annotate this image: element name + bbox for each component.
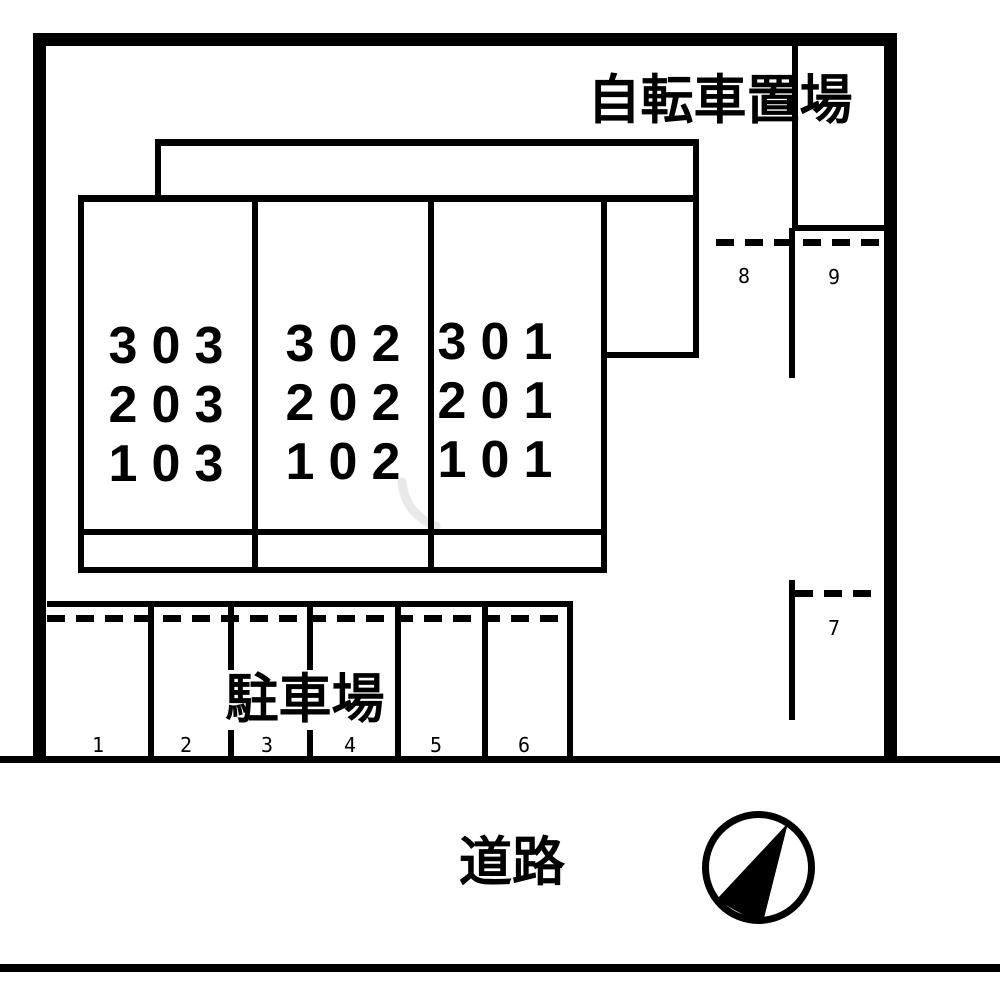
parking-space-3-label: 3 (260, 733, 274, 757)
parking-lot-label: 駐車場 (219, 670, 391, 730)
unit-label-201: 201 (437, 372, 567, 430)
building-lower-band-top (78, 529, 607, 535)
parking-space-5-label: 5 (429, 733, 443, 757)
unit-label-102: 102 (285, 433, 415, 491)
unit-label-103: 103 (108, 435, 238, 493)
building-annex-bottom-wall (601, 352, 699, 358)
building-unit-right-wall (601, 195, 607, 573)
parking-space-1-label: 1 (91, 733, 105, 757)
space-7-label: 7 (827, 616, 841, 640)
unit-stack-101-201-301: 301 201 101 (417, 313, 573, 490)
space-8-9-dashed-line (716, 239, 884, 246)
unit-label-303: 303 (108, 317, 238, 375)
unit-label-101: 101 (437, 431, 567, 489)
site-bottom-line (0, 756, 1000, 763)
road-bottom-line (0, 964, 1000, 972)
building-unit-divider-1 (252, 195, 258, 573)
north-arrow-compass-icon (702, 811, 815, 924)
unit-label-202: 202 (285, 374, 415, 432)
building-unit-divider-2 (428, 195, 434, 573)
space-8-label: 8 (737, 264, 751, 288)
parking-space-6-label: 6 (517, 733, 531, 757)
parking-right-line (567, 601, 573, 756)
road-label: 道路 (459, 832, 565, 893)
parking-divider-4-5 (395, 607, 401, 756)
bicycle-area-left-wall (792, 46, 798, 231)
space-7-divider (789, 580, 795, 720)
space-8-9-divider (789, 228, 795, 378)
building-balcony-left-wall (155, 139, 161, 201)
parking-space-2-label: 2 (179, 733, 193, 757)
unit-label-302: 302 (285, 315, 415, 373)
building-top-wall (78, 195, 699, 202)
parking-space-4-label: 4 (343, 733, 357, 757)
unit-label-203: 203 (108, 376, 238, 434)
unit-stack-102-202-302: 302 202 102 (265, 315, 421, 492)
unit-label-301: 301 (437, 313, 567, 371)
parking-divider-5-6 (482, 607, 488, 756)
space-9-label: 9 (827, 265, 841, 289)
outer-wall-right (884, 33, 897, 763)
parking-top-line (47, 601, 573, 607)
building-lower-band-bottom (78, 567, 607, 573)
outer-wall-left (33, 33, 46, 763)
parking-divider-1-2 (148, 607, 154, 756)
unit-stack-103-203-303: 303 203 103 (88, 317, 244, 494)
outer-wall-top (33, 33, 897, 46)
building-left-wall (78, 195, 84, 573)
bicycle-area-bottom-wall (792, 225, 884, 231)
building-annex-right-wall (693, 139, 699, 358)
space-7-dashed-line (795, 590, 880, 597)
building-balcony-top-wall (155, 139, 699, 146)
bicycle-parking-label: 自転車置場 (587, 70, 853, 131)
